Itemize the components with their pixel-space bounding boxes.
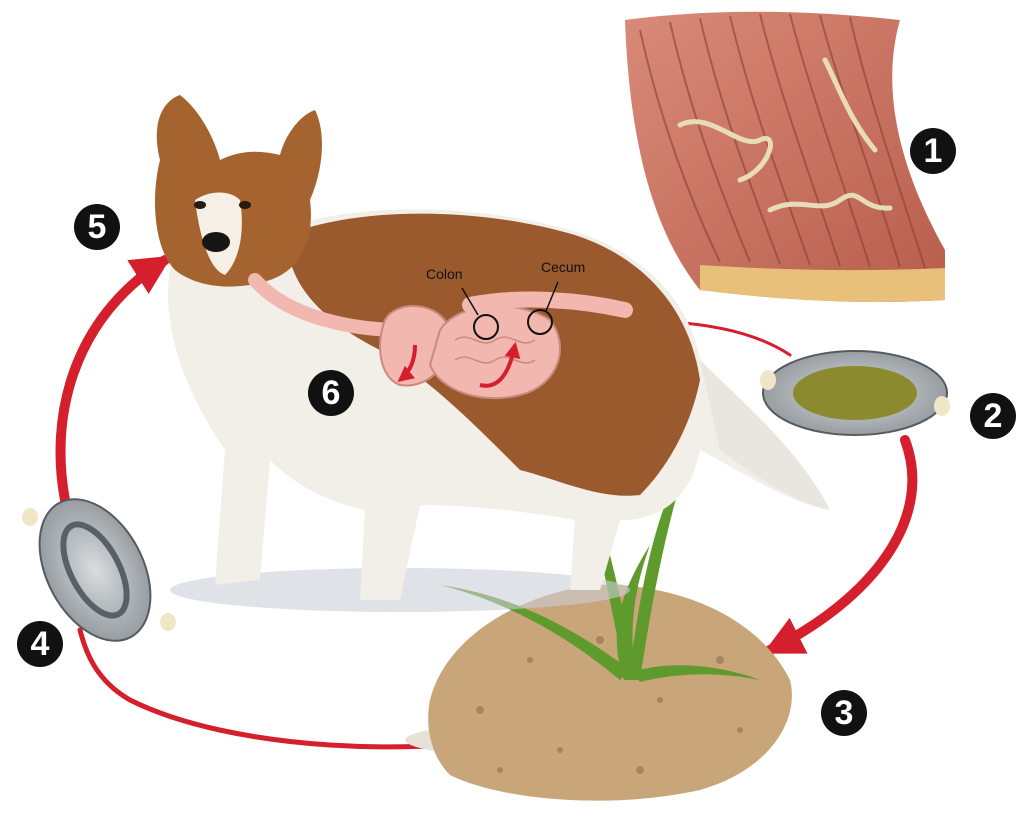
soil-mound	[405, 585, 792, 801]
arrow-larva-to-dog	[61, 260, 165, 500]
cecum-label: Cecum	[541, 259, 585, 275]
step-badge-1: 1	[910, 128, 956, 174]
intestinal-wall-illustration	[625, 12, 945, 302]
step-badge-4: 4	[17, 621, 63, 667]
step-badge-3: 3	[821, 690, 867, 736]
step-badge-5: 5	[74, 204, 120, 250]
egg-illustration	[760, 351, 950, 435]
colon-label: Colon	[426, 266, 463, 282]
step-badge-6: 6	[308, 370, 354, 416]
step-badge-2: 2	[970, 393, 1016, 439]
